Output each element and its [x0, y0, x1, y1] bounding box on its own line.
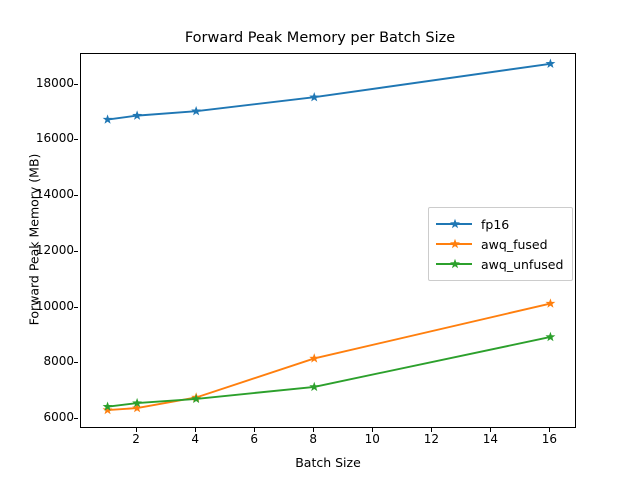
x-tick-mark — [431, 428, 433, 432]
data-point-marker — [132, 402, 143, 413]
legend-label: awq_fused — [481, 236, 548, 252]
data-point-marker — [102, 404, 113, 415]
series-line — [107, 336, 551, 408]
series-fp16 — [102, 58, 556, 124]
data-point-marker — [309, 353, 320, 363]
x-tick-mark — [549, 428, 551, 432]
data-point-marker — [102, 114, 113, 124]
data-point-marker — [545, 331, 556, 342]
y-tick-label: 18000 — [35, 75, 74, 90]
y-tick-mark — [74, 418, 78, 420]
data-point-marker — [102, 401, 113, 411]
series-line — [107, 302, 551, 411]
y-tick-mark — [74, 83, 78, 85]
y-tick-mark — [74, 306, 78, 308]
legend-item-awq_fused[interactable]: awq_fused — [436, 234, 563, 254]
x-tick-label: 4 — [191, 432, 199, 446]
data-point-marker — [191, 393, 202, 404]
star-icon — [450, 238, 460, 249]
series-awq_fused — [102, 298, 556, 415]
legend-swatch — [436, 257, 472, 271]
y-tick-label: 14000 — [35, 187, 74, 202]
data-point-marker — [545, 58, 556, 68]
x-tick-label: 14 — [482, 432, 499, 446]
data-point-marker — [132, 397, 143, 408]
series-canvas — [102, 58, 556, 415]
data-point-marker — [545, 298, 556, 308]
y-axis-label: Forward Peak Memory (MB) — [26, 153, 42, 326]
data-point-marker — [132, 110, 143, 120]
star-icon — [450, 218, 460, 229]
x-tick-label: 12 — [423, 432, 439, 446]
y-tick-label: 12000 — [35, 242, 74, 257]
y-tick-label: 8000 — [43, 354, 74, 369]
data-point-marker — [309, 381, 320, 392]
star-icon — [450, 258, 460, 269]
x-tick-mark — [195, 428, 197, 432]
x-tick-mark — [313, 428, 315, 432]
y-tick-label: 6000 — [43, 410, 74, 425]
chart-legend: fp16 awq_fused awq_unfused — [428, 207, 574, 281]
x-tick-label: 6 — [250, 432, 258, 446]
series-line — [107, 62, 551, 121]
x-tick-label: 2 — [132, 432, 140, 446]
y-tick-mark — [74, 195, 78, 197]
legend-item-awq_unfused[interactable]: awq_unfused — [436, 254, 563, 274]
legend-swatch — [436, 217, 472, 231]
legend-label: fp16 — [481, 216, 510, 232]
x-axis-label: Batch Size — [295, 455, 361, 470]
chart-title: Forward Peak Memory per Batch Size — [184, 30, 456, 46]
x-tick-mark — [490, 428, 492, 432]
data-point-marker — [191, 105, 202, 116]
legend-item-fp16[interactable]: fp16 — [436, 214, 563, 234]
x-tick-label: 8 — [309, 432, 318, 446]
legend-swatch — [436, 237, 472, 251]
legend-label: awq_unfused — [481, 256, 564, 272]
y-tick-mark — [74, 362, 78, 364]
y-tick-mark — [74, 139, 78, 141]
x-tick-mark — [136, 428, 138, 432]
y-tick-label: 10000 — [35, 298, 74, 313]
x-tick-label: 16 — [541, 432, 558, 446]
data-point-marker — [309, 92, 320, 102]
y-tick-label: 16000 — [35, 131, 74, 146]
x-tick-label: 10 — [364, 432, 380, 446]
y-tick-mark — [74, 250, 78, 252]
x-tick-mark — [254, 428, 256, 432]
x-tick-mark — [372, 428, 374, 432]
series-awq_unfused — [102, 331, 556, 411]
